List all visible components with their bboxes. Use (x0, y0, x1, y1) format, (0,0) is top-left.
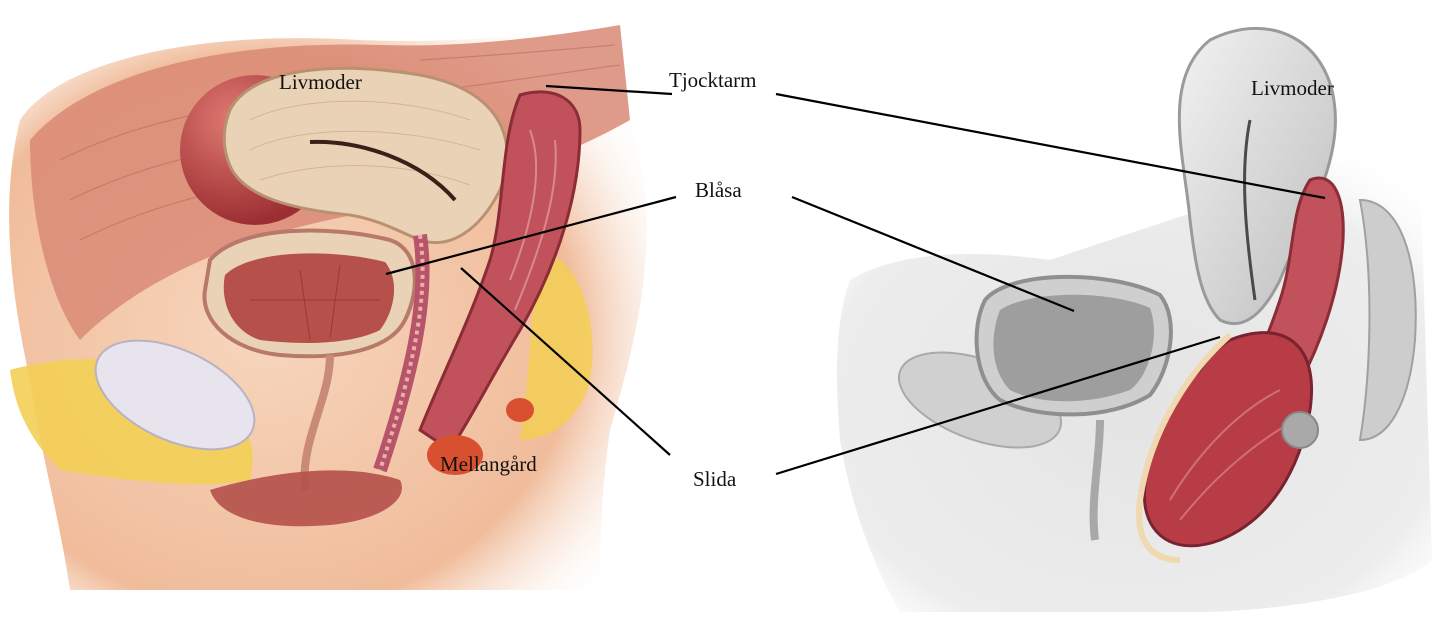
label-tjocktarm: Tjocktarm (669, 70, 756, 91)
label-slida: Slida (693, 469, 736, 490)
label-mellangard: Mellangård (440, 454, 537, 475)
anal-sphincter (506, 398, 534, 422)
label-blasa: Blåsa (695, 180, 742, 201)
label-livmoder-left: Livmoder (279, 72, 362, 93)
normal-anatomy-illustration (9, 20, 646, 590)
gray-anal-structure (1282, 412, 1318, 448)
label-livmoder-right: Livmoder (1251, 78, 1334, 99)
prolapse-anatomy-illustration (837, 28, 1432, 612)
